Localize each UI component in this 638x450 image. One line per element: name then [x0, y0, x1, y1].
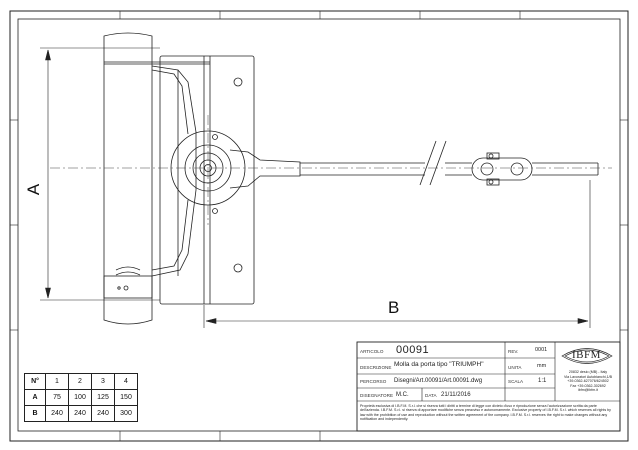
- ibfm-logo: [561, 348, 613, 364]
- table-cell: 125: [91, 389, 115, 406]
- data-label: DATA: [425, 393, 437, 398]
- table-row-label: A: [24, 389, 46, 406]
- scala-value: 1:1: [538, 378, 547, 384]
- address-line: Via Lavoratori Autobianchi,1/B: [563, 374, 613, 379]
- unita-value: mm: [537, 363, 547, 369]
- ownership-notice: Proprietà esclusiva di I.B.F.M. S.r.l. c…: [360, 404, 611, 422]
- unita-label: UNITA: [508, 365, 522, 370]
- table-cell: 240: [91, 405, 115, 422]
- logo-text: IBFM: [572, 349, 601, 361]
- disegnatore-label: DISEGNATORE: [360, 393, 394, 398]
- table-header-cell: 3: [91, 373, 115, 390]
- descrizione-label: DESCRIZIONE: [360, 365, 392, 370]
- dimension-a: [40, 47, 160, 301]
- center-lines: [50, 115, 612, 225]
- address-line: ibfm@ibfm.it: [577, 388, 599, 393]
- address-line: 20832 desio (MB) - Italy: [568, 370, 608, 374]
- table-cell: 75: [45, 389, 69, 406]
- table-header-cell: 2: [68, 373, 92, 390]
- address-line: +39-0362-627076/624502: [567, 379, 609, 384]
- descrizione-value: Molla da porta tipo "TRIUMPH": [394, 361, 484, 368]
- scala-label: SCALA: [508, 379, 524, 384]
- size-table: N° 1 2 3 4 A 75 100 125 150 B 240 240 24…: [24, 373, 138, 422]
- door-closer-body: [103, 32, 255, 325]
- table-header-cell: N°: [24, 373, 46, 390]
- percorso-value: Disegni/Art.00091/Art.00091.dwg: [394, 378, 483, 384]
- table-header-cell: 1: [45, 373, 69, 390]
- table-cell: 100: [68, 389, 92, 406]
- table-cell: 240: [68, 405, 92, 422]
- rev-label: REV.: [508, 349, 519, 354]
- address-line: Fax +39-0362-302692: [570, 383, 606, 388]
- dimension-b: [203, 180, 591, 328]
- table-cell: 150: [114, 389, 138, 406]
- table-row: B 240 240 240 300: [24, 405, 138, 422]
- table-row-label: B: [24, 405, 46, 422]
- table-header-row: N° 1 2 3 4: [24, 373, 138, 390]
- articolo-value: 00091: [396, 344, 430, 356]
- table-cell: 300: [114, 405, 138, 422]
- percorso-label: PERCORSO: [360, 379, 387, 384]
- disegnatore-value: M.C.: [396, 392, 409, 398]
- dimension-a-label: A: [24, 183, 44, 196]
- company-address: 20832 desio (MB) - Italy Via Lavoratori …: [556, 370, 620, 393]
- rev-value: 0001: [535, 347, 548, 353]
- drawing-frame: [9, 10, 629, 442]
- title-block-frame: [356, 341, 621, 432]
- table-header-cell: 4: [114, 373, 138, 390]
- dimension-b-label: B: [388, 298, 400, 317]
- articolo-label: ARTICOLO: [360, 349, 384, 354]
- table-row: A 75 100 125 150: [24, 389, 138, 406]
- table-cell: 240: [45, 405, 69, 422]
- data-value: 21/11/2016: [441, 392, 471, 398]
